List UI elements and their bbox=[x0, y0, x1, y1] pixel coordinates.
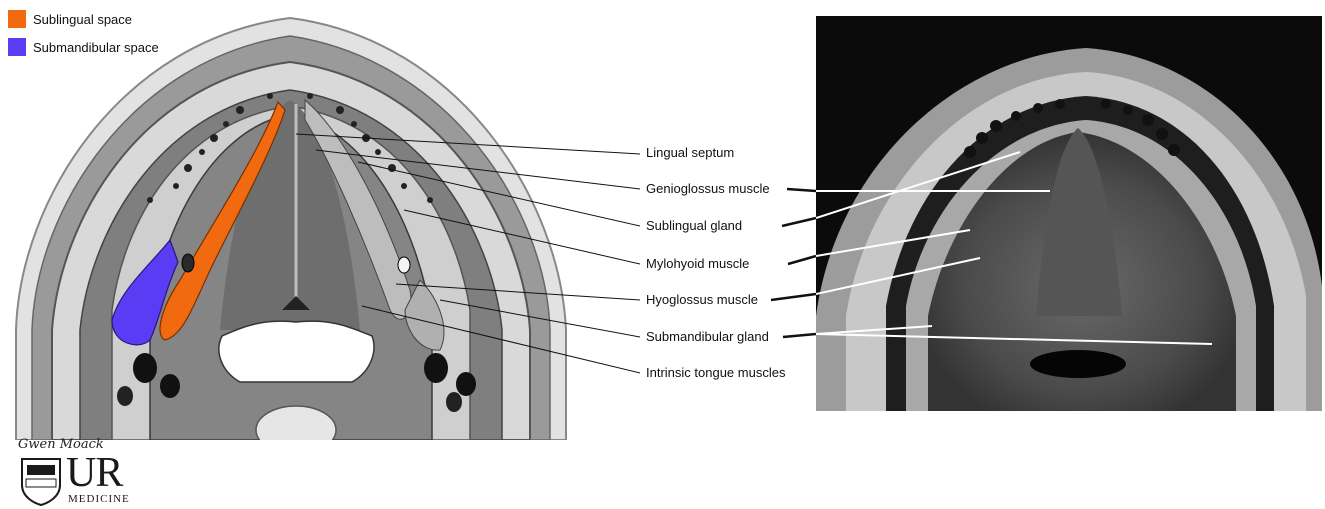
airway bbox=[219, 321, 374, 382]
vessel-right-3 bbox=[446, 392, 462, 412]
vessel-right-2 bbox=[456, 372, 476, 396]
label-genioglossus: Genioglossus muscle bbox=[646, 181, 770, 196]
mri-image bbox=[816, 16, 1322, 411]
label-submandibular-gland: Submandibular gland bbox=[646, 329, 769, 344]
duct-oval bbox=[182, 254, 194, 272]
label-intrinsic-tongue: Intrinsic tongue muscles bbox=[646, 365, 785, 380]
mri-drawing bbox=[816, 16, 1322, 411]
vessel-left-2 bbox=[160, 374, 180, 398]
label-lingual-septum: Lingual septum bbox=[646, 145, 734, 160]
duct-oval-right bbox=[398, 257, 410, 273]
brand-wordmark: UR bbox=[66, 454, 122, 492]
vessel-right-1 bbox=[424, 353, 448, 383]
label-sublingual-gland: Sublingual gland bbox=[646, 218, 742, 233]
brand-subtitle: MEDICINE bbox=[68, 493, 130, 505]
label-hyoglossus: Hyoglossus muscle bbox=[646, 292, 758, 307]
vessel-left-3 bbox=[117, 386, 133, 406]
mri-airway bbox=[1030, 350, 1126, 378]
label-mylohyoid: Mylohyoid muscle bbox=[646, 256, 749, 271]
vessel-left-1 bbox=[133, 353, 157, 383]
university-seal-icon bbox=[18, 455, 64, 507]
anatomy-illustration bbox=[0, 0, 600, 440]
